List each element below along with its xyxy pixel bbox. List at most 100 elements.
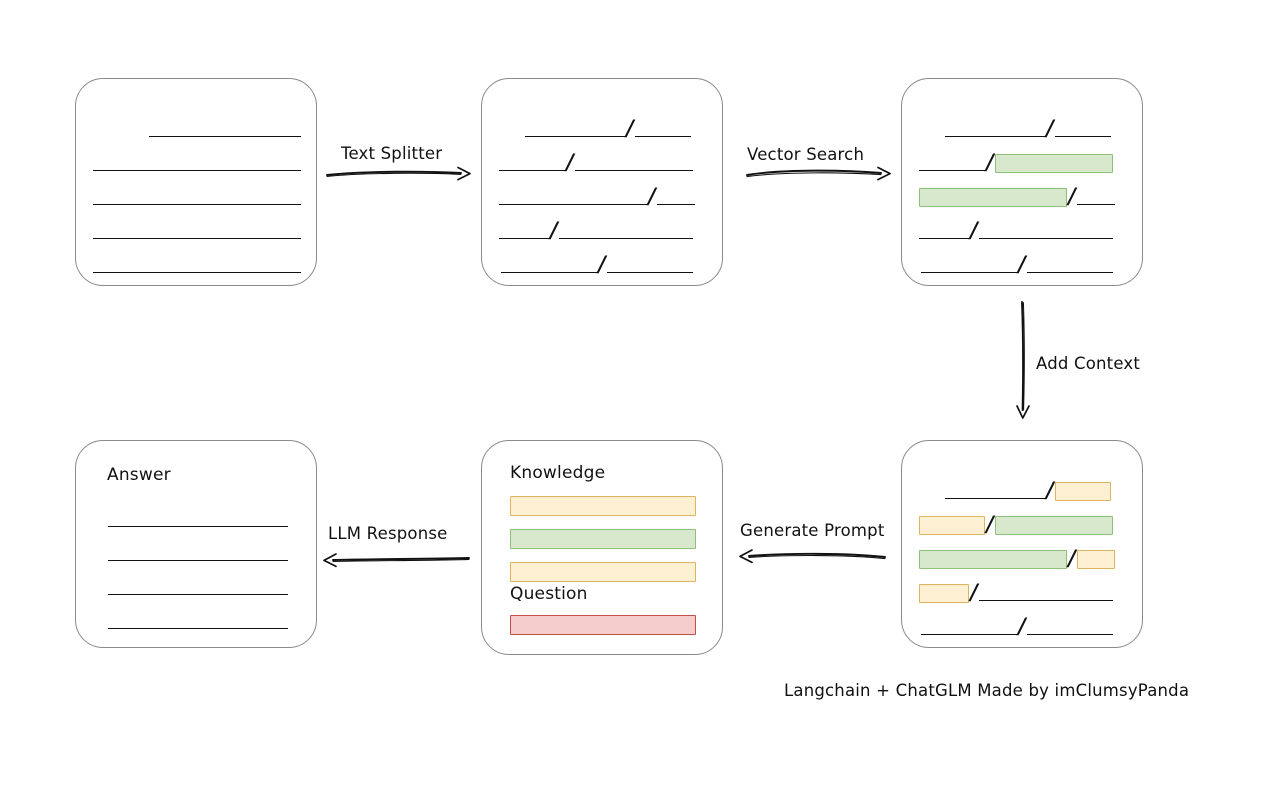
text-line (108, 577, 288, 597)
text-line (656, 187, 695, 207)
text-row: / (919, 476, 1111, 502)
text-line (93, 221, 301, 241)
question-heading: Question (510, 584, 588, 604)
edge-llm-response-label: LLM Response (328, 524, 448, 543)
text-line (1026, 255, 1113, 275)
text-line (499, 187, 647, 207)
text-line (93, 255, 301, 275)
separator-slash: / (1068, 544, 1076, 570)
separator-slash: / (970, 578, 978, 604)
text-line (919, 221, 969, 241)
text-line (634, 119, 691, 139)
edge-vector-search (745, 160, 895, 186)
text-row: / (919, 578, 1113, 604)
text-line (978, 221, 1113, 241)
prompt-card: Knowledge Question (481, 440, 723, 655)
text-row: / (919, 219, 1113, 241)
text-row (108, 577, 288, 597)
answer-card: Answer (75, 440, 317, 648)
knowledge-bar-1 (510, 496, 696, 516)
text-line (945, 119, 1045, 139)
text-row: / (919, 513, 1113, 535)
text-line (1054, 119, 1111, 139)
highlight-chunk-green (994, 153, 1113, 173)
highlight-chunk-yellow (919, 515, 985, 535)
separator-slash: / (1018, 250, 1026, 276)
arrow-left-icon (739, 549, 886, 564)
text-row: / (499, 216, 693, 242)
text-row (108, 543, 288, 563)
answer-heading: Answer (107, 465, 171, 485)
context-chunks-card: / / / / / (901, 440, 1143, 648)
text-line (499, 153, 565, 173)
text-row (93, 255, 301, 275)
raw-document-card (75, 78, 317, 286)
text-row: / (499, 148, 693, 174)
separator-slash: / (1018, 612, 1026, 638)
spacer (93, 119, 149, 139)
highlight-chunk-green (994, 515, 1113, 535)
text-line (919, 153, 985, 173)
highlight-chunk-yellow (1054, 481, 1111, 501)
split-chunks-rows: / / / / / (482, 79, 722, 285)
context-chunks-rows: / / / / / (902, 441, 1142, 647)
text-row: / (919, 612, 1113, 638)
arrow-left-icon (323, 553, 470, 568)
arrow-right-icon (746, 166, 891, 181)
text-row: / (499, 182, 695, 208)
text-row (93, 221, 301, 241)
text-line (499, 221, 549, 241)
text-line (108, 611, 288, 631)
text-line (525, 119, 625, 139)
arrow-down-icon (1016, 301, 1030, 419)
text-row: / (499, 114, 691, 140)
highlight-chunk-green (919, 549, 1067, 569)
text-line (501, 255, 597, 275)
separator-slash: / (1068, 182, 1076, 208)
text-line (1076, 187, 1115, 207)
text-row: / (919, 544, 1115, 570)
edge-add-context-label: Add Context (1036, 354, 1141, 373)
spacer (499, 119, 525, 139)
split-chunks-card: / / / / / (481, 78, 723, 286)
separator-slash: / (550, 216, 558, 242)
separator-slash: / (986, 148, 994, 174)
question-bar (510, 615, 696, 635)
text-line (93, 187, 301, 207)
arrow-right-icon (326, 166, 471, 181)
edge-text-splitter-label: Text Splitter (341, 144, 443, 163)
text-row (108, 611, 288, 631)
text-line (606, 255, 693, 275)
text-line (108, 543, 288, 563)
edge-generate-prompt-label: Generate Prompt (740, 521, 885, 540)
text-line (921, 255, 1017, 275)
vector-matched-chunks-rows: / / / / / (902, 79, 1142, 285)
text-row (93, 153, 301, 173)
text-row: / (499, 250, 693, 276)
knowledge-bar-2 (510, 529, 696, 549)
vector-matched-chunks-card: / / / / / (901, 78, 1143, 286)
answer-rows (76, 441, 316, 647)
text-row (108, 509, 288, 529)
separator-slash: / (1046, 114, 1054, 140)
text-row: / (919, 250, 1113, 276)
text-line (945, 481, 1045, 501)
highlight-chunk-green (919, 187, 1067, 207)
separator-slash: / (598, 250, 606, 276)
text-line (558, 221, 693, 241)
text-line (574, 153, 693, 173)
separator-slash: / (648, 182, 656, 208)
spacer (919, 119, 945, 139)
text-line (108, 509, 288, 529)
separator-slash: / (1046, 476, 1054, 502)
raw-document-rows (76, 79, 316, 285)
edge-text-splitter (325, 160, 475, 186)
highlight-chunk-yellow (1076, 549, 1115, 569)
text-line (93, 153, 301, 173)
separator-slash: / (566, 148, 574, 174)
separator-slash: / (626, 114, 634, 140)
highlight-chunk-yellow (919, 583, 969, 603)
edge-vector-search-label: Vector Search (747, 145, 865, 164)
text-row (93, 119, 301, 139)
